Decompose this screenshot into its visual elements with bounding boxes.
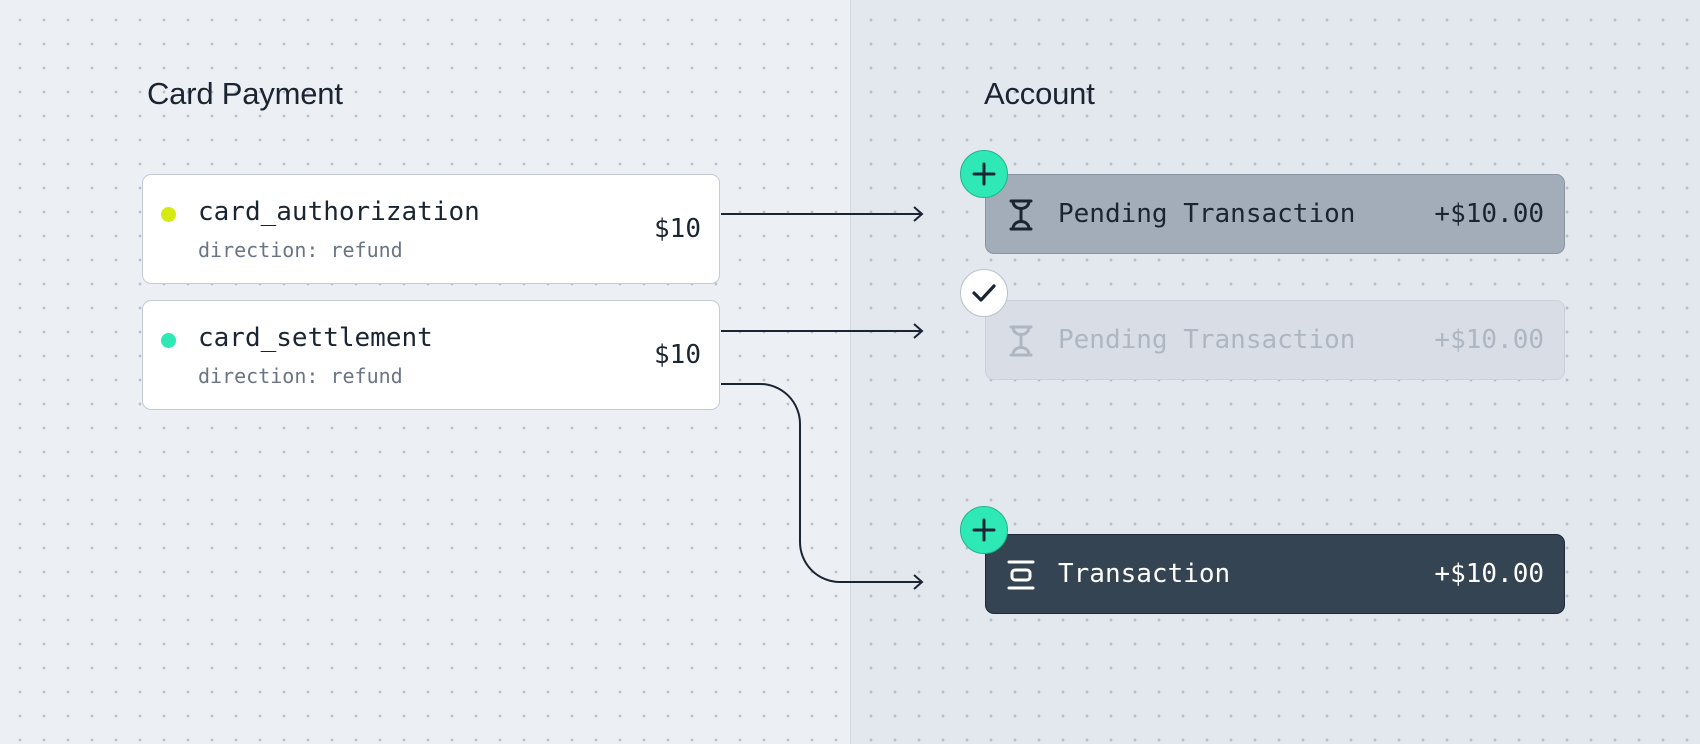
event-card-card-authorization[interactable]: card_authorization direction: refund $10 (142, 174, 720, 284)
status-dot-yellow (161, 207, 176, 222)
hourglass-icon (1004, 323, 1038, 359)
panel-divider (850, 0, 851, 744)
pending-transaction-active[interactable]: Pending Transaction +$10.00 (985, 174, 1565, 254)
plus-icon[interactable] (960, 150, 1008, 198)
transaction-label: Pending Transaction (1058, 199, 1356, 229)
transaction-amount: +$10.00 (1434, 199, 1544, 229)
event-amount: $10 (654, 340, 701, 370)
ledger-icon (1004, 557, 1038, 593)
transaction-amount: +$10.00 (1434, 559, 1544, 589)
event-name: card_settlement (198, 323, 433, 353)
status-dot-green (161, 333, 176, 348)
plus-icon[interactable] (960, 506, 1008, 554)
event-card-card-settlement[interactable]: card_settlement direction: refund $10 (142, 300, 720, 410)
event-amount: $10 (654, 214, 701, 244)
event-name: card_authorization (198, 197, 480, 227)
arrow-settlement-to-transaction (721, 383, 922, 583)
transaction-label: Pending Transaction (1058, 325, 1356, 355)
account-title: Account (984, 76, 1095, 111)
check-icon[interactable] (960, 269, 1008, 317)
transaction-amount: +$10.00 (1434, 325, 1544, 355)
event-direction: direction: refund (198, 364, 403, 388)
pending-transaction-faded[interactable]: Pending Transaction +$10.00 (985, 300, 1565, 380)
transaction-label: Transaction (1058, 559, 1231, 589)
transaction-final[interactable]: Transaction +$10.00 (985, 534, 1565, 614)
event-direction: direction: refund (198, 238, 403, 262)
hourglass-icon (1004, 197, 1038, 233)
card-payment-title: Card Payment (147, 76, 343, 111)
